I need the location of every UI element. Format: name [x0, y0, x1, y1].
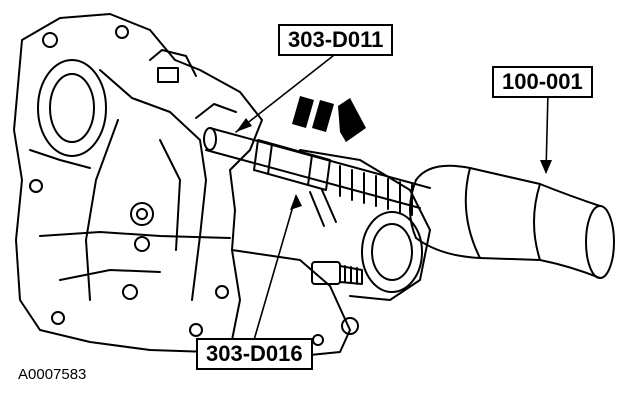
handle-tool	[409, 164, 615, 279]
callout-303-d016: 303-D016	[196, 338, 313, 370]
leader-lines	[235, 51, 549, 341]
leader-arrowhead	[290, 194, 302, 210]
callout-303-d011: 303-D011	[278, 24, 394, 56]
installer-shaft	[203, 127, 431, 227]
figure-id: A0007583	[18, 366, 87, 383]
callout-100-001: 100-001	[492, 66, 593, 98]
leader-arrowhead	[236, 118, 252, 132]
stud-bolt	[311, 261, 363, 285]
direction-arrows	[292, 96, 366, 142]
case-bore	[299, 149, 431, 301]
leader-arrowhead	[540, 160, 552, 174]
transmission-housing	[13, 13, 359, 357]
